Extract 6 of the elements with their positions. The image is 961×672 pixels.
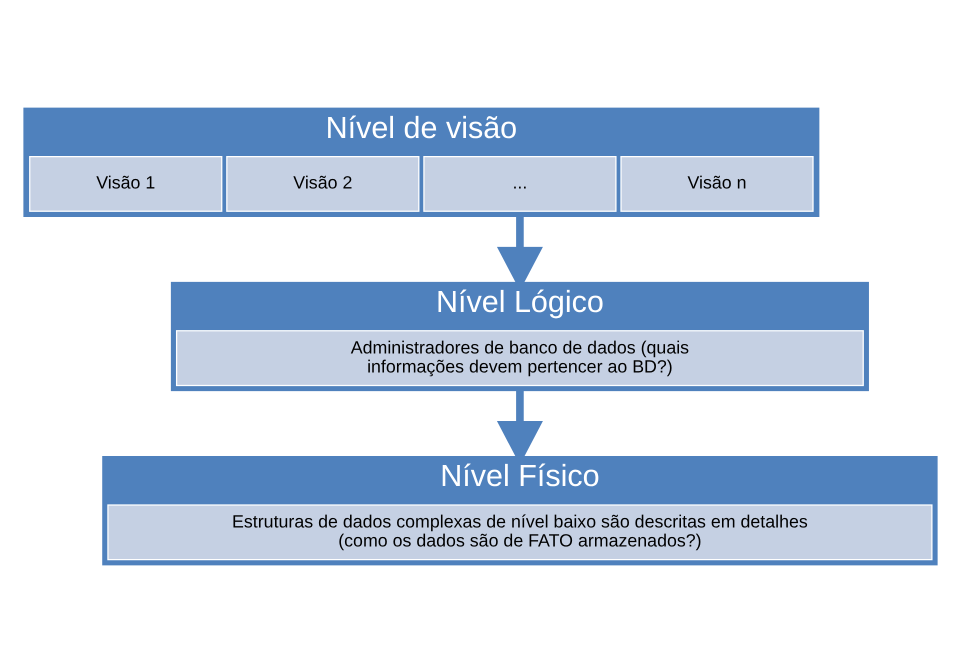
node-box: Visão 2 xyxy=(226,155,420,212)
node-box: Visão 1 xyxy=(29,155,222,212)
node-box: Estruturas de dados complexas de nível baixo são descritas em detalhes (como os dados são de FATO armazenados?) xyxy=(107,504,933,560)
node-box: ... xyxy=(423,155,617,212)
node-box: Visão n xyxy=(620,155,814,212)
node-box: Administradores de banco de dados (quais informações devem pertencer ao BD?) xyxy=(176,330,864,386)
